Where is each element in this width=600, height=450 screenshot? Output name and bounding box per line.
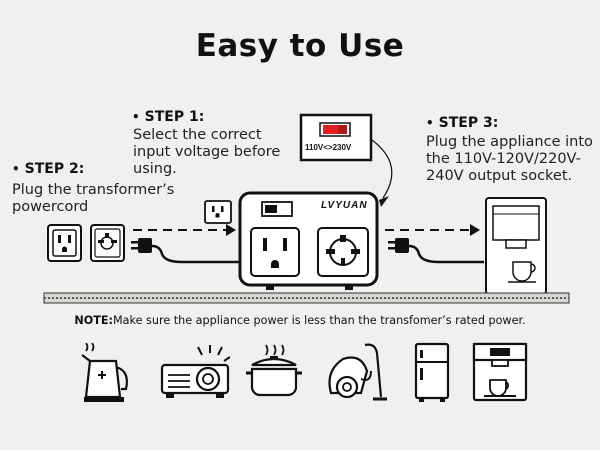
small-outlet-icon [204, 200, 232, 224]
output-plug [388, 238, 484, 264]
ground-strip [43, 292, 570, 304]
kettle-icon [81, 343, 128, 402]
note-label: NOTE: [74, 314, 114, 327]
refrigerator-icon [414, 342, 450, 402]
usage-diagram [43, 113, 570, 304]
step-3-title: STEP 3: [426, 115, 499, 131]
cooking-pot-icon [246, 344, 302, 397]
step-2-text: Plug the transformer’s powercord [12, 182, 175, 215]
step-1-title: STEP 1: [132, 109, 205, 125]
coffee-machine [485, 197, 547, 295]
voltage-switch-callout [299, 113, 373, 162]
page-title: Easy to Use [195, 28, 405, 64]
projector-icon [160, 345, 230, 398]
note-text: Make sure the appliance power is less th… [113, 314, 526, 327]
step-2-title: STEP 2: [12, 161, 85, 177]
espresso-machine-icon [472, 342, 528, 402]
curved-arrow [371, 139, 393, 199]
wall-outlet-us [47, 224, 82, 262]
step-1-text: Select the correct input voltage before … [133, 127, 281, 177]
step-3-text: Plug the appliance into the 110V-120V/22… [426, 134, 593, 184]
transformer-device [238, 191, 379, 290]
note-line: NOTE:Make sure the appliance power is le… [0, 314, 600, 327]
vacuum-cleaner-icon [328, 343, 387, 401]
brand-logo: LVYUAN [321, 200, 368, 211]
input-plug [131, 238, 240, 264]
voltage-switch-label: 110V<>230V [305, 143, 352, 152]
wall-outlet-universal [90, 224, 125, 262]
